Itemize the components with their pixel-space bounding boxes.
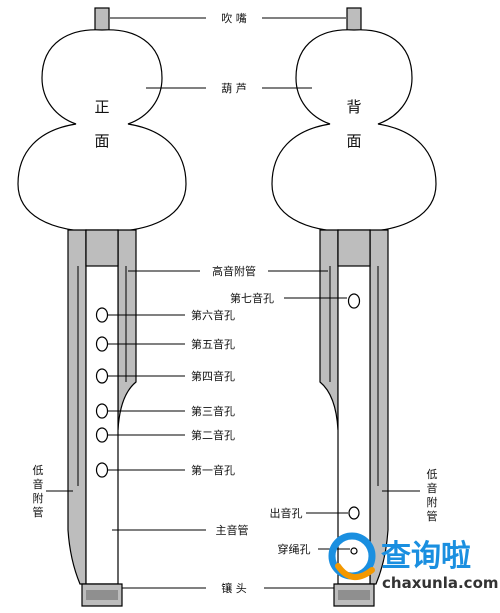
label-rope-hole: 穿绳孔 [278, 542, 311, 556]
label-high-pipe: 高音附管 [212, 264, 256, 278]
back-gourd [271, 29, 437, 233]
watermark-domain: chaxunla.com [382, 574, 499, 592]
back-view-char-1: 背 [346, 98, 361, 116]
label-hole-2: 第二音孔 [191, 428, 235, 442]
front-hole-5 [95, 336, 109, 352]
label-mouthpiece: 吹 嘴 [221, 12, 247, 25]
back-hole-7 [347, 293, 361, 309]
front-hole-4 [95, 368, 109, 384]
front-view-char-2: 面 [94, 132, 109, 150]
back-high-pipe [319, 229, 339, 431]
front-low-pipe [67, 229, 87, 585]
front-hole-1 [95, 462, 109, 478]
label-hole-5: 第五音孔 [191, 337, 235, 351]
label-hole-6: 第六音孔 [191, 308, 235, 322]
back-low-pipe [369, 229, 389, 585]
back-main-pipe-band [337, 229, 371, 267]
front-view-char-1: 正 [94, 98, 109, 116]
label-cap: 镶 头 [221, 581, 247, 595]
front-view: 正 面 [17, 7, 187, 607]
labels: 吹 嘴 葫 芦 高音附管 第七音孔 第六音孔 第五音孔 第四音孔 第三音孔 第二… [33, 12, 438, 595]
watermark-logo-swoosh [335, 563, 375, 580]
front-gourd [17, 29, 187, 233]
low-pipe-right-char-4: 管 [427, 509, 438, 523]
front-hole-6 [95, 307, 109, 323]
front-main-pipe-band [85, 229, 119, 267]
back-view-char-2: 面 [346, 132, 361, 150]
leader-lines [46, 17, 420, 589]
low-pipe-right-char-3: 附 [427, 495, 438, 509]
back-mouthpiece [346, 7, 362, 33]
low-pipe-right-char-2: 音 [427, 481, 438, 495]
back-view: 背 面 [271, 7, 437, 607]
label-hole-3: 第三音孔 [191, 404, 235, 418]
label-low-pipe-right: 低 音 附 管 [427, 468, 438, 523]
back-rope-hole [350, 547, 358, 555]
low-pipe-left-char-4: 管 [33, 505, 44, 519]
front-mouthpiece [94, 7, 110, 33]
label-main-pipe: 主音管 [216, 523, 249, 537]
label-hole-4: 第四音孔 [191, 369, 235, 383]
back-exit-hole [348, 506, 360, 520]
front-high-pipe [117, 229, 137, 431]
back-main-pipe [337, 229, 371, 585]
low-pipe-left-char-1: 低 [33, 464, 44, 477]
label-hole-1: 第一音孔 [191, 463, 235, 477]
front-hole-3 [95, 403, 109, 419]
front-hole-2 [95, 427, 109, 443]
label-hole-7: 第七音孔 [230, 291, 274, 305]
low-pipe-left-char-3: 附 [33, 491, 44, 505]
low-pipe-right-char-1: 低 [427, 468, 438, 481]
watermark-brand: 查询啦 [381, 539, 471, 574]
label-gourd: 葫 芦 [221, 82, 247, 95]
label-exit-hole: 出音孔 [270, 506, 303, 520]
low-pipe-left-char-2: 音 [33, 477, 44, 491]
label-low-pipe-left: 低 音 附 管 [33, 464, 44, 519]
watermark: 查询啦 chaxunla.com [328, 532, 499, 592]
